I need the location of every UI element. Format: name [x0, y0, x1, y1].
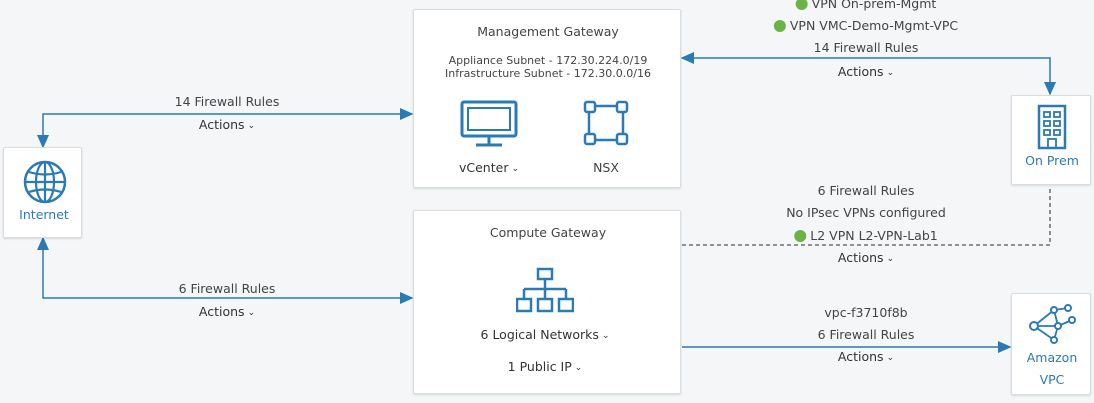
compute-vpc-actions[interactable]: Actions⌄ — [838, 349, 894, 364]
actions-label: Actions — [837, 64, 884, 79]
link-internet-mgmt — [37, 108, 414, 149]
management-gateway-card: Management Gateway Appliance Subnet - 17… — [413, 9, 681, 188]
chevron-down-icon: ⌄ — [886, 68, 895, 78]
network-topology-icon — [516, 267, 574, 313]
link-internet-compute — [37, 236, 414, 304]
status-green-icon — [794, 230, 807, 242]
chevron-down-icon: ⌄ — [574, 363, 583, 373]
actions-label: Actions — [837, 349, 884, 364]
internet-compute-firewall-rules[interactable]: 6 Firewall Rules — [178, 281, 276, 296]
chevron-down-icon: ⌄ — [886, 254, 895, 264]
no-ipsec-vpns: No IPsec VPNs configured — [786, 205, 946, 220]
logical-networks-label: 6 Logical Networks — [480, 327, 599, 342]
appliance-subnet: Appliance Subnet - 172.30.224.0/19 — [448, 54, 648, 67]
vcenter-label: vCenter — [458, 160, 509, 175]
link-compute-onprem — [682, 186, 1051, 246]
vpc-id: vpc-f3710f8b — [824, 305, 908, 320]
public-ip-dropdown[interactable]: 1 Public IP⌄ — [508, 359, 583, 374]
infrastructure-subnet: Infrastructure Subnet - 172.30.0.0/16 — [445, 67, 651, 80]
actions-label: Actions — [198, 304, 245, 319]
monitor-icon[interactable] — [460, 100, 518, 148]
vpn-label: VPN VMC-Demo-Mgmt-VPC — [789, 18, 959, 33]
internet-mgmt-actions[interactable]: Actions⌄ — [199, 117, 255, 132]
on-prem-card[interactable]: On Prem — [1011, 95, 1091, 185]
l2vpn-label: L2 VPN L2-VPN-Lab1 — [810, 228, 938, 243]
compute-onprem-firewall-rules[interactable]: 6 Firewall Rules — [817, 183, 915, 198]
vpn-on-prem-mgmt[interactable]: VPN On-prem-Mgmt — [795, 0, 937, 11]
l2-vpn-lab1[interactable]: L2 VPN L2-VPN-Lab1 — [794, 228, 938, 243]
mgmt-onprem-firewall-rules[interactable]: 14 Firewall Rules — [813, 40, 919, 55]
chevron-down-icon: ⌄ — [601, 331, 610, 341]
amazon-vpc-card[interactable]: Amazon VPC — [1011, 293, 1091, 395]
compute-gateway-card: Compute Gateway 6 Logical Networks⌄ 1 Pu… — [413, 210, 681, 394]
compute-onprem-actions[interactable]: Actions⌄ — [838, 250, 894, 265]
status-green-icon — [773, 20, 786, 32]
vpc-network-icon — [1029, 304, 1076, 344]
compute-vpc-firewall-rules[interactable]: 6 Firewall Rules — [817, 327, 915, 342]
nsx-label: NSX — [593, 160, 619, 175]
chevron-down-icon: ⌄ — [511, 164, 520, 174]
internet-label: Internet — [19, 207, 69, 222]
globe-icon — [23, 160, 67, 204]
internet-compute-actions[interactable]: Actions⌄ — [199, 304, 255, 319]
chevron-down-icon: ⌄ — [886, 353, 895, 363]
vpn-vmc-demo-mgmt-vpc[interactable]: VPN VMC-Demo-Mgmt-VPC — [773, 18, 959, 33]
actions-label: Actions — [198, 117, 245, 132]
vpn-label: VPN On-prem-Mgmt — [811, 0, 937, 11]
public-ip-label: 1 Public IP — [507, 359, 572, 374]
mgmt-onprem-actions[interactable]: Actions⌄ — [838, 64, 894, 79]
compute-gateway-title: Compute Gateway — [489, 225, 607, 240]
nsx-icon[interactable] — [583, 100, 629, 146]
actions-label: Actions — [837, 250, 884, 265]
amazon-vpc-label-line1: Amazon — [1026, 350, 1078, 365]
on-prem-label: On Prem — [1025, 153, 1079, 168]
chevron-down-icon: ⌄ — [247, 308, 256, 318]
building-icon — [1037, 104, 1067, 150]
logical-networks-dropdown[interactable]: 6 Logical Networks⌄ — [481, 327, 610, 342]
internet-card[interactable]: Internet — [3, 147, 82, 238]
chevron-down-icon: ⌄ — [247, 121, 256, 131]
vcenter-dropdown[interactable]: vCenter⌄ — [459, 160, 519, 175]
amazon-vpc-label-line2: VPC — [1039, 372, 1065, 387]
management-gateway-title: Management Gateway — [477, 24, 619, 39]
link-mgmt-onprem — [680, 52, 1056, 96]
status-green-icon — [795, 0, 808, 10]
internet-mgmt-firewall-rules[interactable]: 14 Firewall Rules — [174, 94, 280, 109]
